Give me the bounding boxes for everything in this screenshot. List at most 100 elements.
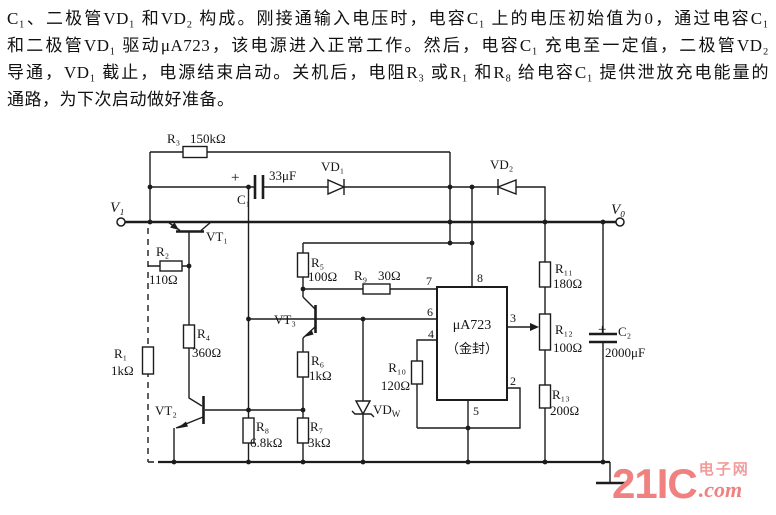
- ic-pin4-label: 4: [428, 327, 434, 341]
- vd2-diode: [496, 178, 517, 196]
- r11-resistor: [538, 261, 552, 288]
- r9-resistor: [362, 283, 391, 295]
- wire-r5-top: [302, 242, 472, 253]
- output-terminal: [615, 217, 625, 227]
- input-terminal-label: V₁: [110, 200, 124, 216]
- c2-polarity: +: [598, 322, 606, 338]
- vdw-zener-bar: [351, 410, 375, 418]
- junction-dots: [147, 184, 606, 465]
- ua723-ic: [436, 286, 508, 401]
- vd1-diode: [327, 178, 346, 196]
- description-line: 导通，VD₁ 截止，电源结束启动。关机后，电阻R₃ 或R₁ 和R₈ 给电容C₁ …: [7, 63, 769, 82]
- watermark-com: com: [704, 477, 743, 502]
- r6-resistor: [296, 351, 310, 378]
- r12-potentiometer: [538, 313, 552, 351]
- description-line: C₁、二极管VD₁ 和VD₂ 构成。刚接通输入电压时，电容C₁ 上的电压初始值为…: [7, 9, 769, 28]
- ic-pin3-label: 3: [510, 311, 516, 325]
- wire-r10: [416, 339, 437, 428]
- r2-value: 110Ω: [149, 272, 178, 287]
- ic-pin7-label: 7: [426, 274, 432, 288]
- vt2-label: VT₂: [155, 403, 177, 418]
- vd1-label: VD₁: [321, 159, 344, 174]
- vt1-collector: [200, 221, 212, 232]
- ic-package: （金封）: [446, 341, 498, 356]
- r9-label: R₉: [354, 268, 367, 283]
- r12-wiper-arrow: [530, 323, 539, 331]
- r5-value: 100Ω: [308, 269, 337, 284]
- 21ic-watermark: 21IC 电子网 .com: [612, 462, 750, 506]
- watermark-site-cn: 电子网: [698, 462, 750, 478]
- components: [116, 145, 625, 444]
- r6-value: 1kΩ: [309, 368, 332, 383]
- wires: [125, 151, 629, 485]
- r7-resistor: [296, 417, 310, 444]
- c2-label: C₂: [618, 324, 631, 339]
- vt1-transistor: [167, 221, 212, 233]
- wire-vt3-emitter: [302, 326, 316, 352]
- r7-label: R₇: [310, 419, 323, 434]
- vdw-label-main: VD: [373, 402, 392, 417]
- vt3-transistor: [304, 305, 317, 337]
- description-paragraph: C₁、二极管VD₁ 和VD₂ 构成。刚接通输入电压时，电容C₁ 上的电压初始值为…: [7, 5, 769, 113]
- vdw-label: VDW: [373, 402, 401, 419]
- r5-resistor: [296, 252, 310, 278]
- ic-pin5-label: 5: [473, 404, 479, 418]
- r7-value: 3kΩ: [308, 435, 331, 450]
- r8-label: R₈: [256, 419, 269, 434]
- c1-polarity: +: [231, 170, 239, 186]
- vt3-label: VT₃: [274, 312, 296, 327]
- output-terminal-label: V₀: [611, 202, 625, 218]
- vt1-arrow: [170, 222, 179, 230]
- r10-resistor: [410, 360, 424, 385]
- r5-label: R₅: [311, 255, 324, 270]
- watermark-brand: 21IC: [612, 460, 698, 507]
- c1-label: C₁: [237, 192, 250, 207]
- r13-value: 200Ω: [550, 403, 579, 418]
- vt2-arrow: [177, 421, 188, 429]
- ic-pin2-label: 2: [510, 374, 516, 388]
- r13-resistor: [538, 384, 552, 409]
- vdw-label-sub: W: [392, 409, 401, 419]
- vt1-label: VT₁: [206, 229, 228, 244]
- vd2-label: VD₂: [490, 157, 513, 172]
- c1-value: 33μF: [269, 168, 296, 183]
- wire-vd2-right: [516, 186, 546, 222]
- r12-value: 100Ω: [553, 340, 582, 355]
- r12-label: R₁₂: [555, 322, 573, 337]
- r9-value: 30Ω: [378, 268, 401, 283]
- vt2-transistor: [177, 396, 205, 429]
- r4-label: R₄: [197, 326, 211, 341]
- r11-value: 180Ω: [553, 276, 582, 291]
- wire-vt3-collector: [302, 296, 316, 310]
- vdw-zener-diode: [354, 400, 372, 416]
- r8-value: 6.8kΩ: [250, 435, 282, 450]
- wire-r4-column: [188, 231, 203, 407]
- r3-label: R₃: [167, 131, 180, 146]
- r2-resistor: [159, 260, 183, 272]
- r1-resistor: [141, 346, 155, 375]
- r3-resistor: [182, 145, 208, 159]
- r10-label: R₁₀: [388, 360, 406, 375]
- r2-label: R₂: [156, 244, 169, 259]
- ic-name: μA723: [453, 318, 492, 333]
- r8-resistor: [242, 417, 255, 444]
- wire-vt2-emitter: [173, 416, 204, 462]
- ic-pin8-label: 8: [477, 271, 483, 285]
- r4-value: 360Ω: [192, 345, 221, 360]
- vt3-arrow: [304, 329, 314, 337]
- labels: V₁ V₀ R₃ 150kΩ + 33μF C₁ VD₁ VD₂ VT₁ VT₂…: [110, 131, 645, 450]
- ic-pin6-label: 6: [427, 305, 433, 319]
- r3-value: 150kΩ: [190, 131, 226, 146]
- input-terminal: [116, 217, 126, 227]
- c2-value: 2000μF: [605, 345, 645, 360]
- r13-label: R₁₃: [552, 387, 570, 402]
- description-line: 和二极管VD₁ 驱动μA723，该电源进入正常工作。然后，电容C₁ 充电至一定值…: [7, 36, 769, 55]
- watermark-tld: .com: [699, 479, 750, 501]
- r1-label: R₁: [114, 346, 127, 361]
- r6-label: R₆: [311, 353, 324, 368]
- watermark-dot: .: [698, 477, 705, 502]
- r1-value: 1kΩ: [111, 363, 134, 378]
- description-line: 通路，为下次启动做好准备。: [7, 90, 235, 109]
